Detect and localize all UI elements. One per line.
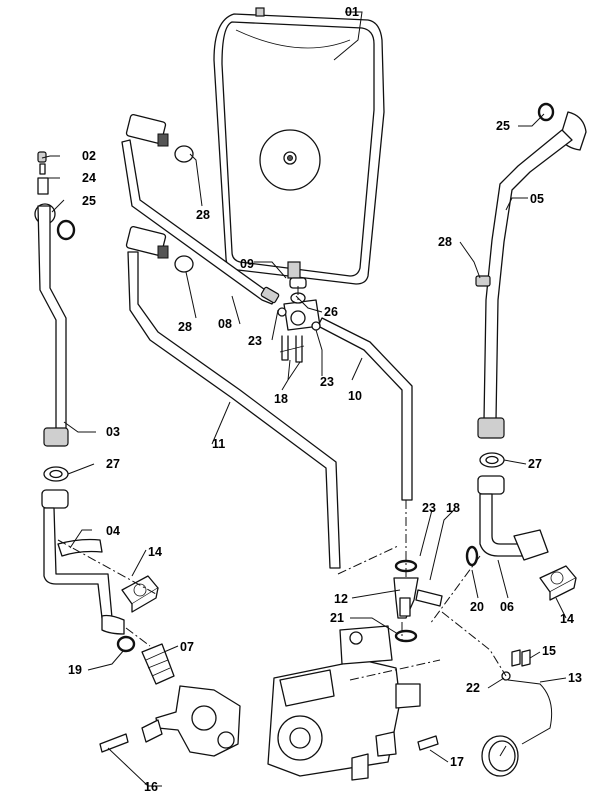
pump-assembly <box>267 625 421 781</box>
label-01: 01 <box>345 5 359 19</box>
label-13: 13 <box>568 671 582 685</box>
label-26: 26 <box>324 305 338 319</box>
left-pipe-assembly <box>34 151 125 635</box>
pipe-08 <box>121 139 280 305</box>
label-18-right: 18 <box>446 501 460 515</box>
label-14-left: 14 <box>148 545 162 559</box>
bracket-clip-right <box>539 565 577 601</box>
label-02: 02 <box>82 149 96 163</box>
fitting-12 <box>393 577 419 619</box>
label-17: 17 <box>450 755 464 769</box>
clips-18 <box>279 335 305 363</box>
right-pipe-assembly <box>475 111 587 561</box>
label-23-left: 23 <box>248 334 262 348</box>
label-07: 07 <box>180 640 194 654</box>
label-08: 08 <box>218 317 232 331</box>
pipe-10 <box>317 317 413 501</box>
label-27-right: 27 <box>528 457 542 471</box>
o-rings <box>43 102 555 681</box>
clip-16 <box>99 733 129 753</box>
label-11: 11 <box>212 437 225 451</box>
pipe-11 <box>127 251 341 569</box>
label-23-mid: 23 <box>320 375 334 389</box>
assembly-lines <box>57 286 507 681</box>
label-03: 03 <box>106 425 120 439</box>
label-16: 16 <box>144 780 158 793</box>
expansion-vessel <box>213 7 385 285</box>
label-06: 06 <box>500 600 514 614</box>
label-19: 19 <box>68 663 82 677</box>
valve-body <box>141 685 241 757</box>
label-28-lower: 28 <box>178 320 192 334</box>
label-25-left: 25 <box>82 194 96 208</box>
label-22: 22 <box>466 681 480 695</box>
clip-17 <box>417 735 439 751</box>
label-20: 20 <box>470 600 484 614</box>
label-25-right: 25 <box>496 119 510 133</box>
label-12: 12 <box>334 592 348 606</box>
clip-15 <box>511 649 531 667</box>
part-labels: 01 02 24 25 03 27 04 14 19 07 16 28 28 0… <box>68 5 582 793</box>
label-18-upper: 18 <box>274 392 288 406</box>
bracket-clip-left <box>121 575 159 613</box>
label-09: 09 <box>240 257 254 271</box>
filter-07 <box>141 643 175 685</box>
label-05: 05 <box>530 192 544 206</box>
leader-lines <box>41 11 567 787</box>
label-28-right: 28 <box>438 235 452 249</box>
label-15: 15 <box>542 644 556 658</box>
tee-fitting-09 <box>283 277 321 331</box>
clip-18b <box>415 589 443 607</box>
pressure-gauge-13 <box>481 679 553 777</box>
label-23-right: 23 <box>422 501 436 515</box>
label-21: 21 <box>330 611 344 625</box>
label-24: 24 <box>82 171 96 185</box>
label-04: 04 <box>106 524 120 538</box>
label-10: 10 <box>348 389 362 403</box>
label-27-left: 27 <box>106 457 120 471</box>
label-14-right: 14 <box>560 612 574 626</box>
connection-caps <box>125 113 169 259</box>
label-28-upper: 28 <box>196 208 210 222</box>
